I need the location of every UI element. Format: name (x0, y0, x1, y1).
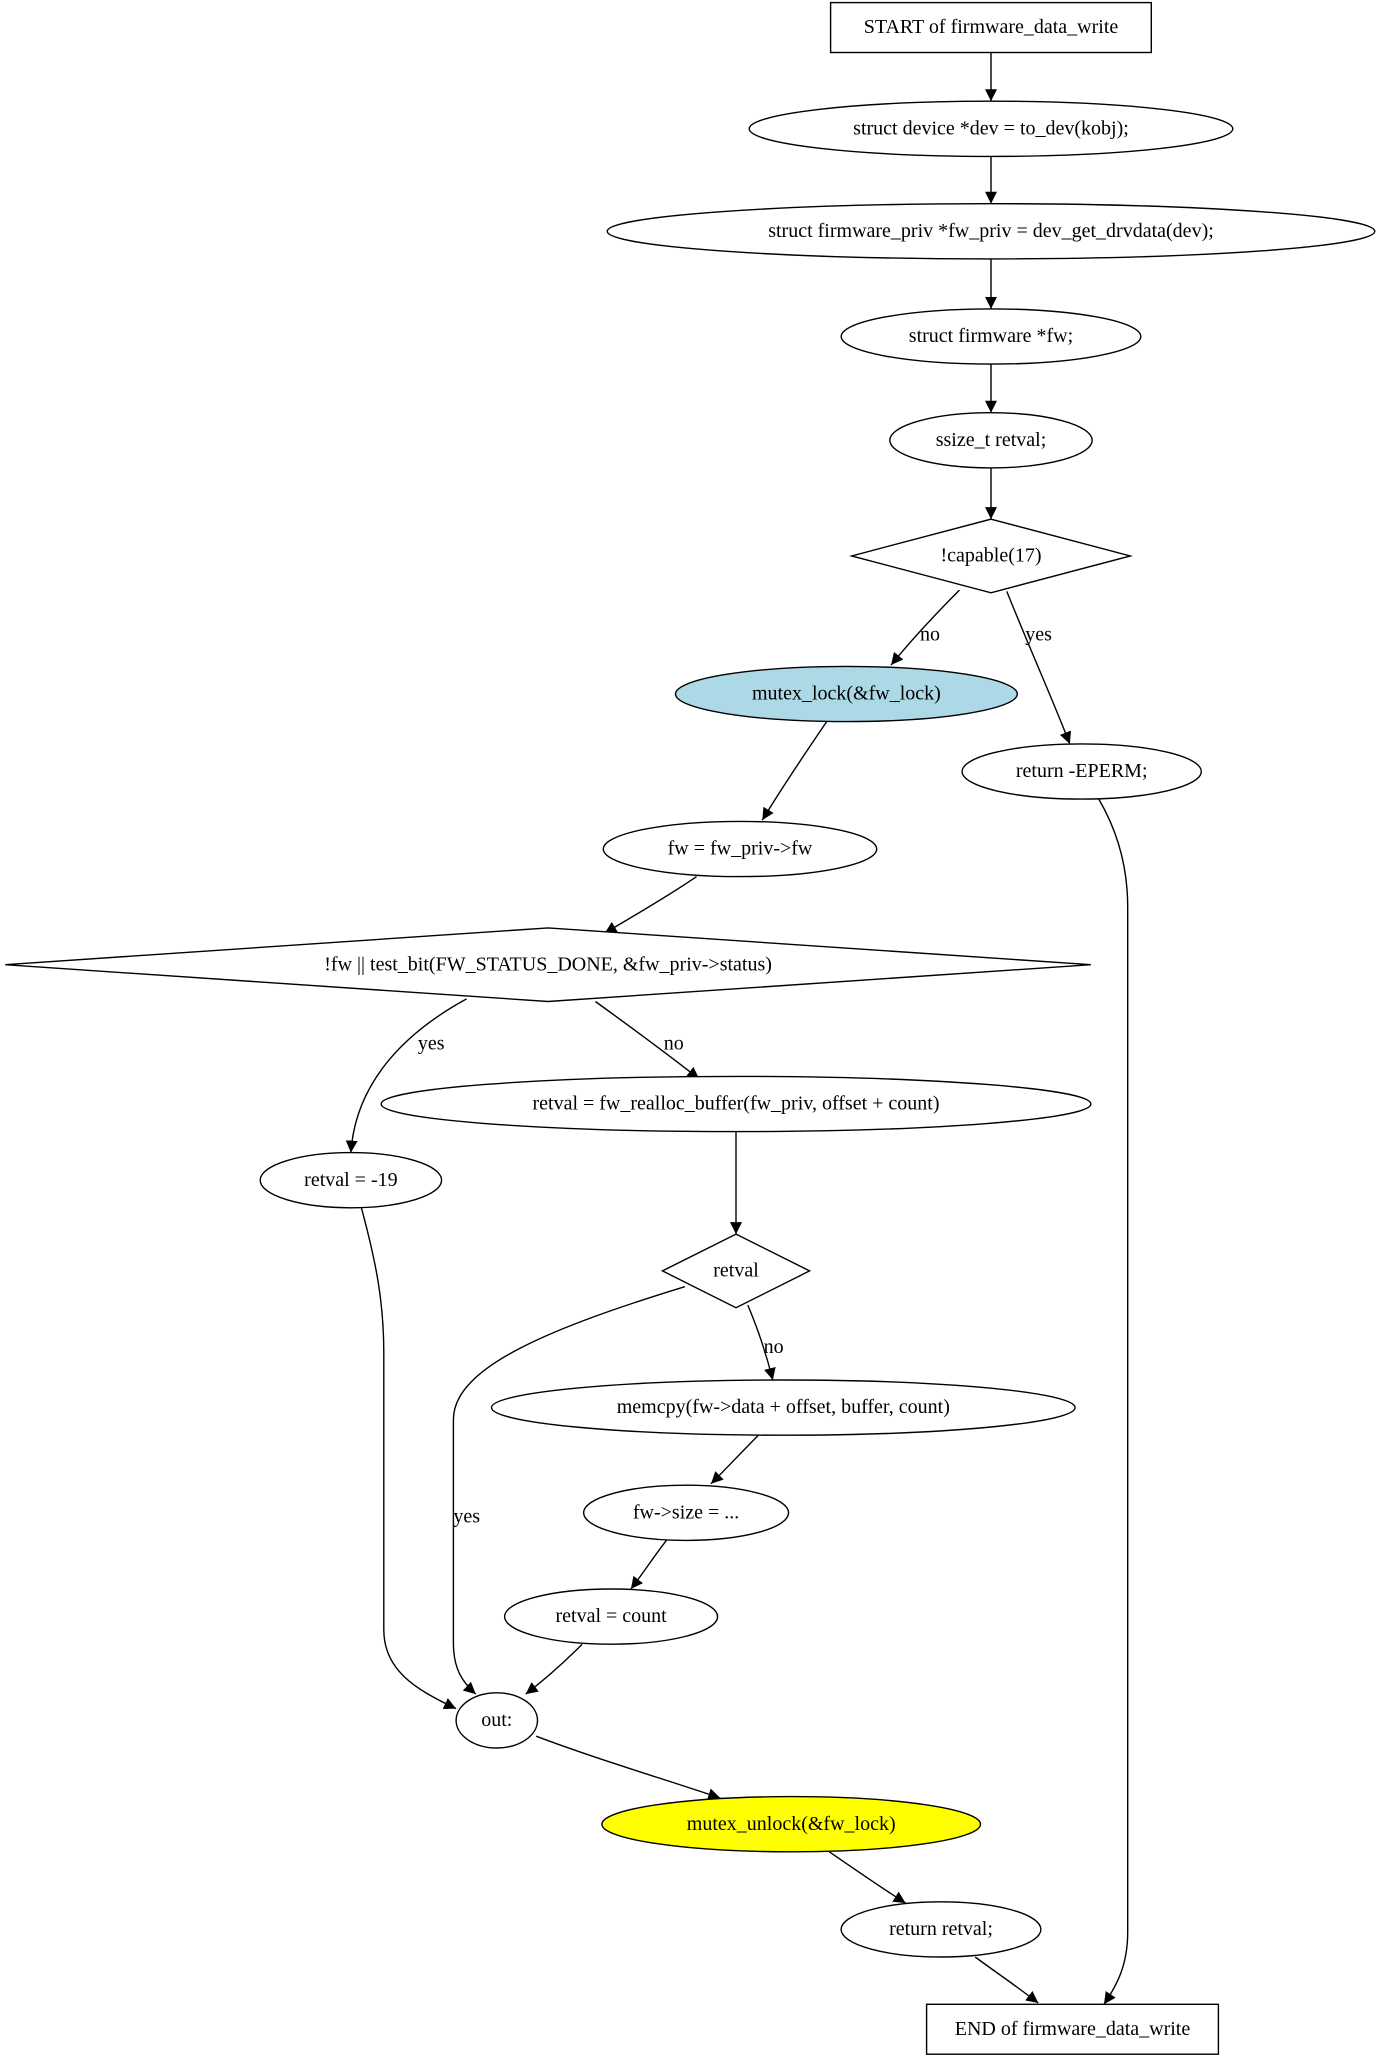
edge-retcount-to-out (525, 1643, 583, 1695)
edge-retcheck-to-out (452, 1286, 686, 1695)
edge-label-yes: yes (418, 1032, 445, 1054)
edge-capable-to-lock (890, 589, 960, 666)
node-out: out: (455, 1692, 539, 1749)
node-label: retval = -19 (304, 1169, 397, 1191)
node-fwcheck: !fw || test_bit(FW_STATUS_DONE, &fw_priv… (5, 927, 1091, 1003)
edge-label-no: no (664, 1032, 684, 1054)
node-label: fw->size = ... (633, 1501, 739, 1523)
node-realloc: retval = fw_realloc_buffer(fw_priv, offs… (380, 1075, 1092, 1133)
node-retcount: retval = count (503, 1588, 719, 1645)
node-label: ssize_t retval; (936, 429, 1047, 451)
node-label: START of firmware_data_write (864, 16, 1119, 38)
node-label: END of firmware_data_write (955, 2018, 1191, 2040)
edge-fwsize-to-retcount (630, 1539, 667, 1590)
node-label: fw = fw_priv->fw (668, 838, 813, 860)
edge-label-yes: yes (1025, 624, 1052, 646)
node-shape-box (829, 1, 1152, 54)
edge-fwcheck-to-enodev (345, 998, 467, 1153)
edge-unlock-to-retret (828, 1851, 906, 1904)
node-shape-ellipse (602, 820, 878, 878)
node-shape-ellipse (380, 1075, 1092, 1133)
node-shape-ellipse (582, 1484, 790, 1542)
edge-enodev-to-out (360, 1207, 457, 1710)
node-shape-ellipse (961, 743, 1202, 800)
node-shape-diamond (848, 518, 1134, 594)
edge-lock-to-fwassign (761, 721, 828, 821)
edge-retret-to-end (974, 1956, 1039, 2004)
node-memcpy: memcpy(fw->data + offset, buffer, count) (490, 1379, 1076, 1436)
node-shape-ellipse (503, 1588, 719, 1645)
node-fwassign: fw = fw_priv->fw (602, 820, 878, 878)
node-fwsize: fw->size = ... (582, 1484, 790, 1542)
edge-fwassign-to-fwcheck (604, 876, 697, 934)
edges-layer: no yes yes no no yes (345, 52, 1129, 2005)
node-shape-ellipse (259, 1151, 443, 1209)
node-fwdecl: struct firmware *fw; (840, 308, 1142, 365)
node-shape-ellipse (606, 202, 1376, 260)
node-fwpriv: struct firmware_priv *fw_priv = dev_get_… (606, 202, 1376, 260)
node-enodev: retval = -19 (259, 1151, 443, 1209)
node-shape-diamond (660, 1233, 812, 1309)
node-label: !fw || test_bit(FW_STATUS_DONE, &fw_priv… (324, 953, 772, 975)
node-retcheck: retval (660, 1233, 812, 1309)
node-label: struct device *dev = to_dev(kobj); (853, 117, 1129, 139)
node-unlock: mutex_unlock(&fw_lock) (601, 1795, 982, 1853)
node-retret: return retval; (840, 1901, 1042, 1958)
node-shape-ellipse (748, 100, 1234, 158)
node-label: mutex_unlock(&fw_lock) (687, 1813, 896, 1835)
edge-retcheck-to-memcpy (747, 1304, 776, 1381)
node-label: retval = count (555, 1605, 667, 1627)
node-label: struct firmware_priv *fw_priv = dev_get_… (768, 220, 1214, 242)
edge-label-yes: yes (453, 1506, 480, 1528)
node-eperm: return -EPERM; (961, 743, 1202, 800)
node-label: struct firmware *fw; (909, 325, 1073, 347)
node-shape-ellipse (601, 1795, 982, 1853)
node-shape-ellipse (674, 665, 1018, 723)
edge-fwcheck-to-realloc (594, 1000, 700, 1080)
node-label: retval = fw_realloc_buffer(fw_priv, offs… (532, 1093, 939, 1115)
edge-label-no: no (920, 624, 940, 646)
node-start: START of firmware_data_write (829, 1, 1152, 54)
node-shape-ellipse (840, 308, 1142, 365)
node-label: return -EPERM; (1016, 760, 1148, 782)
node-retdecl: ssize_t retval; (889, 411, 1093, 469)
node-label: out: (481, 1709, 512, 1731)
node-label: retval (713, 1259, 759, 1281)
edge-capable-to-eperm (1006, 591, 1072, 745)
node-shape-box (925, 2003, 1220, 2055)
node-end: END of firmware_data_write (925, 2003, 1220, 2055)
node-label: mutex_lock(&fw_lock) (752, 683, 941, 705)
node-dev: struct device *dev = to_dev(kobj); (748, 100, 1234, 158)
node-lock: mutex_lock(&fw_lock) (674, 665, 1018, 723)
node-label: memcpy(fw->data + offset, buffer, count) (617, 1396, 950, 1418)
node-shape-ellipse (840, 1901, 1042, 1958)
node-capable: !capable(17) (848, 518, 1134, 594)
edge-eperm-to-end (1098, 798, 1129, 2005)
node-shape-ellipse (889, 411, 1093, 469)
node-shape-diamond (5, 927, 1091, 1003)
node-shape-ellipse (455, 1692, 539, 1749)
node-shape-ellipse (490, 1379, 1076, 1436)
edge-out-to-unlock (535, 1735, 721, 1800)
node-label: !capable(17) (940, 544, 1041, 566)
node-label: return retval; (889, 1918, 993, 1940)
edge-memcpy-to-fwsize (710, 1434, 759, 1485)
edge-label-no: no (764, 1336, 784, 1358)
